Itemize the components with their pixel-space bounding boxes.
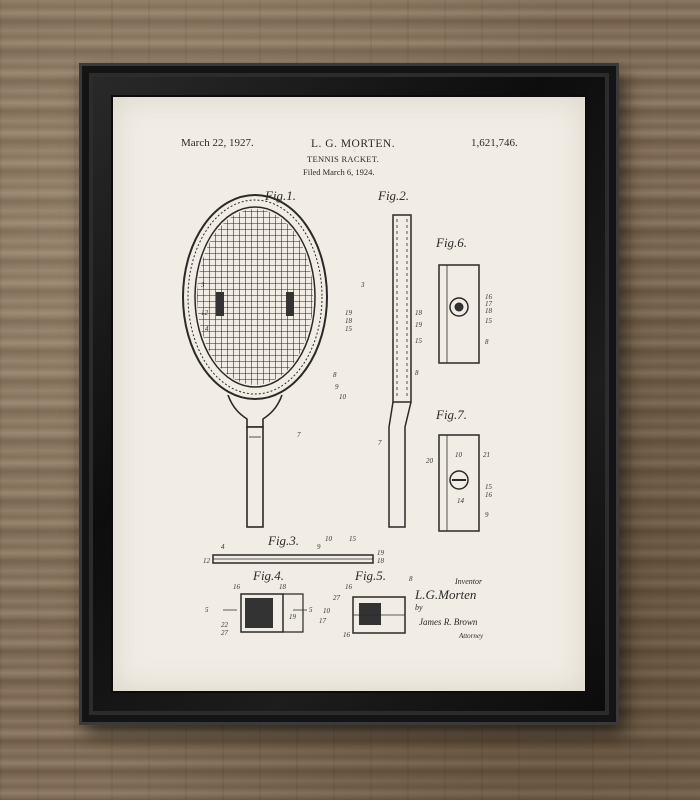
svg-text:15: 15	[415, 337, 423, 345]
svg-text:7: 7	[297, 431, 301, 439]
fig7-detail	[438, 434, 480, 532]
svg-text:15: 15	[345, 325, 353, 333]
svg-text:7: 7	[378, 439, 382, 447]
svg-text:19: 19	[377, 549, 385, 557]
svg-text:9: 9	[485, 511, 489, 519]
svg-text:10: 10	[455, 451, 463, 459]
patent-print: March 22, 1927. L. G. MORTEN. 1,621,746.…	[113, 97, 585, 691]
svg-text:19: 19	[289, 613, 297, 621]
svg-text:8: 8	[415, 369, 419, 377]
svg-text:15: 15	[485, 483, 493, 491]
svg-text:15: 15	[485, 317, 493, 325]
patent-title: TENNIS RACKET.	[307, 154, 380, 164]
signature-block: Inventor L.G.Morten by James R. Brown At…	[414, 577, 484, 640]
fig4-reference-numbers: 16 18 5 5 22 27 19	[205, 583, 313, 637]
svg-text:18: 18	[279, 583, 287, 591]
patent-number: 1,621,746.	[471, 137, 518, 149]
patent-inventor-header: L. G. MORTEN.	[311, 138, 396, 150]
svg-text:3: 3	[360, 281, 365, 289]
svg-text:16: 16	[343, 631, 351, 639]
svg-text:19: 19	[415, 321, 423, 329]
svg-text:19: 19	[345, 309, 353, 317]
svg-text:18: 18	[377, 557, 385, 565]
svg-text:17: 17	[319, 617, 327, 625]
svg-text:12: 12	[203, 557, 211, 565]
fig6-detail	[438, 264, 480, 364]
fig7-label: Fig.7.	[435, 407, 467, 422]
svg-text:8: 8	[333, 371, 337, 379]
svg-text:4: 4	[205, 325, 209, 333]
svg-text:3: 3	[200, 281, 205, 289]
svg-text:5: 5	[205, 606, 209, 614]
patent-filed-date: Filed March 6, 1924.	[303, 167, 375, 177]
svg-text:9: 9	[317, 543, 321, 551]
patent-drawing: Fig.1. 3 12 4 3 19 18 15 8 9 10 7 Fig.2.	[182, 188, 493, 640]
svg-text:9: 9	[335, 383, 339, 391]
inventor-label: Inventor	[454, 577, 483, 586]
svg-text:12: 12	[201, 309, 209, 317]
svg-text:18: 18	[345, 317, 353, 325]
fig6-reference-numbers: 16 17 18 15 8	[485, 293, 493, 346]
fig5-label: Fig.5.	[354, 568, 386, 583]
racket-side-view	[388, 214, 412, 528]
svg-text:17: 17	[485, 300, 493, 308]
fig6-label: Fig.6.	[435, 235, 467, 250]
svg-text:18: 18	[415, 309, 423, 317]
fig4-cross-section	[223, 593, 307, 633]
svg-text:27: 27	[221, 629, 229, 637]
fig4-label: Fig.4.	[252, 568, 284, 583]
fig2-reference-numbers: 18 19 15 8 7	[378, 309, 423, 447]
fig1-label: Fig.1.	[264, 188, 296, 203]
svg-text:8: 8	[409, 575, 413, 583]
svg-text:22: 22	[221, 621, 229, 629]
fig3-reference-numbers: 4 12 10 15 9 19 18	[203, 535, 385, 565]
attorney-signature: James R. Brown	[419, 617, 478, 627]
fig2-label: Fig.2.	[377, 188, 409, 203]
svg-text:15: 15	[349, 535, 357, 543]
fig7-reference-numbers: 20 10 21 15 16 14 9	[426, 451, 493, 519]
svg-text:20: 20	[426, 457, 434, 465]
svg-text:16: 16	[233, 583, 241, 591]
fig3-label: Fig.3.	[267, 533, 299, 548]
inventor-signature: L.G.Morten	[414, 587, 476, 602]
fig5-reference-numbers: 16 8 27 10 17 16	[319, 575, 413, 639]
fig5-cross-section	[352, 596, 406, 634]
racket-front-view	[182, 194, 328, 528]
svg-text:16: 16	[345, 583, 353, 591]
svg-text:14: 14	[457, 497, 465, 505]
attorney-label: Attorney	[458, 632, 484, 640]
svg-text:27: 27	[333, 594, 341, 602]
svg-text:16: 16	[485, 293, 493, 301]
svg-text:21: 21	[483, 451, 490, 459]
svg-text:18: 18	[485, 307, 493, 315]
by-label: by	[415, 603, 423, 612]
svg-text:16: 16	[485, 491, 493, 499]
svg-text:5: 5	[309, 606, 313, 614]
svg-text:8: 8	[485, 338, 489, 346]
patent-date: March 22, 1927.	[181, 137, 254, 149]
fig1-reference-numbers: 3 12 4 3 19 18 15 8 9 10 7	[200, 281, 365, 439]
svg-text:10: 10	[323, 607, 331, 615]
svg-text:4: 4	[221, 543, 225, 551]
fig3-frame-section	[212, 554, 374, 564]
svg-text:10: 10	[339, 393, 347, 401]
svg-text:10: 10	[325, 535, 333, 543]
